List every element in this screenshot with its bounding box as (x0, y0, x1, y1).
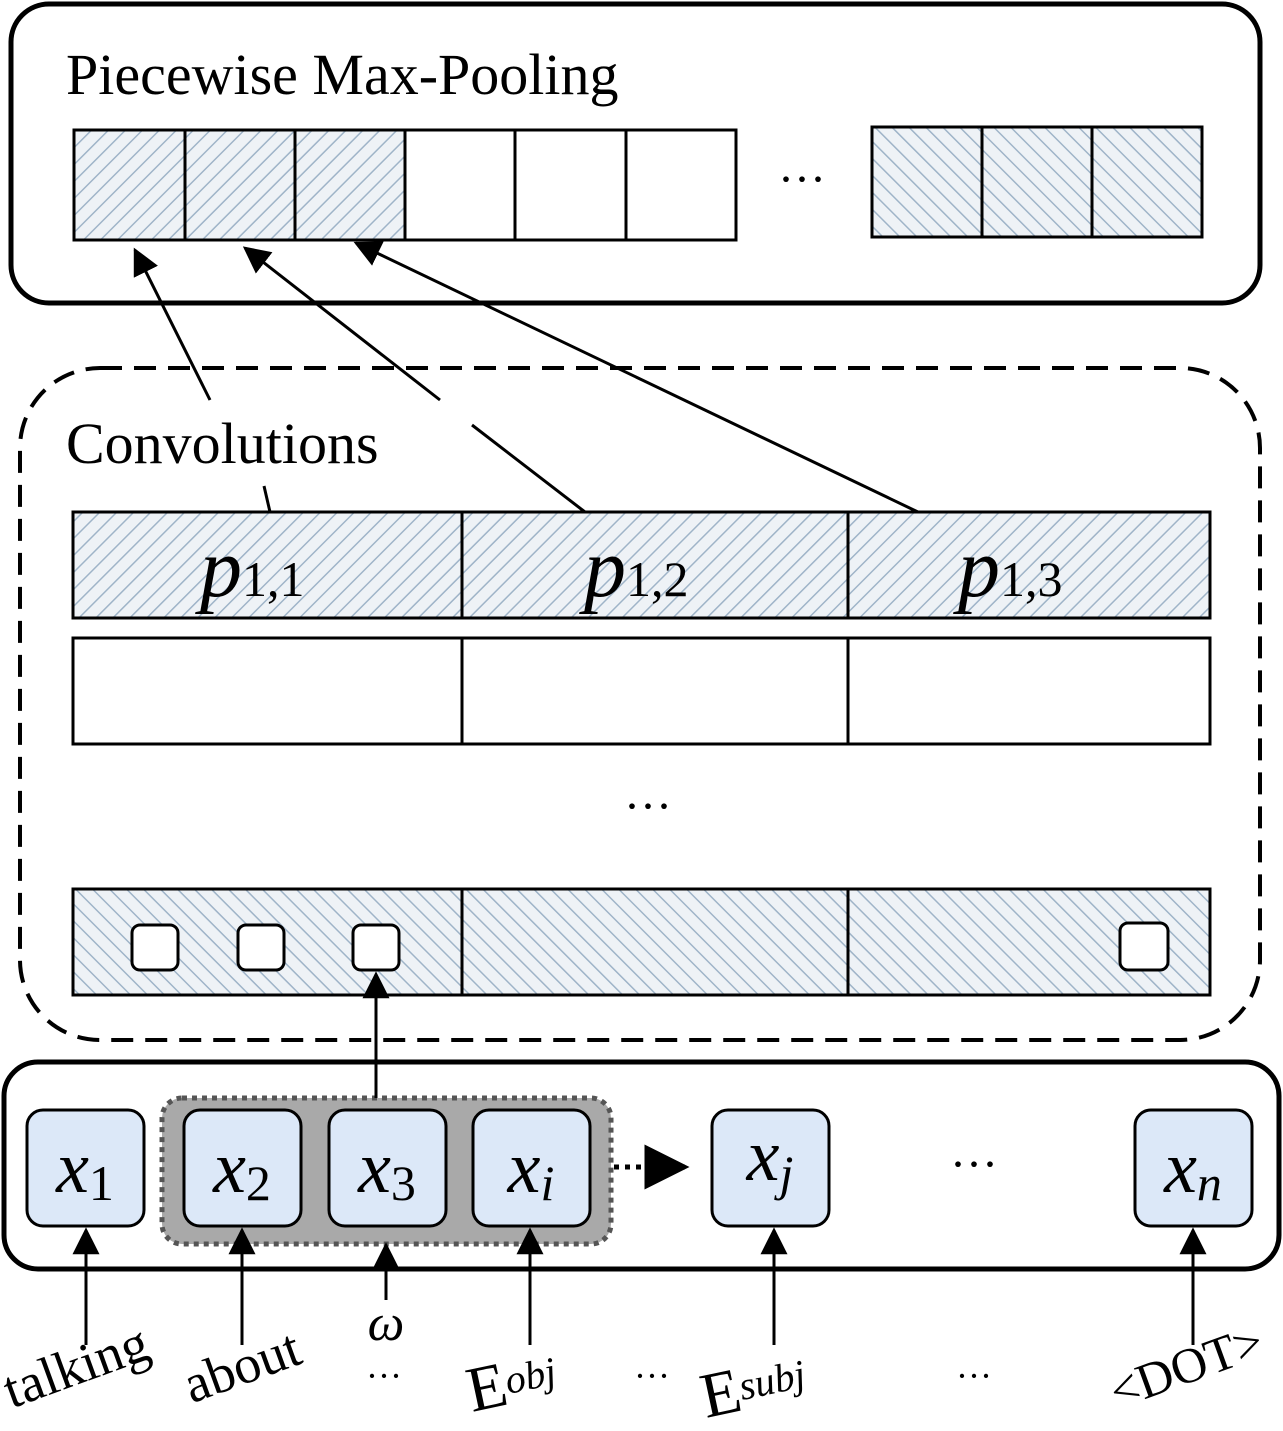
token-label-xj: xj (746, 1115, 794, 1201)
token-ellipsis: ··· (950, 1138, 998, 1191)
conv-piece (846, 510, 1212, 620)
word-dots-1: ··· (366, 1356, 402, 1396)
conv-piece-empty (846, 636, 1212, 746)
pooled-cell-empty (403, 128, 517, 242)
filter-output (351, 923, 401, 972)
token-box-x3 (327, 1108, 448, 1228)
token-label-x3: x3 (357, 1127, 416, 1211)
word-dots-3: ··· (956, 1356, 992, 1396)
conv-piece (71, 510, 464, 620)
pooled-cell-empty (513, 128, 628, 242)
pooling-title: Piecewise Max-Pooling (66, 42, 619, 107)
input-panel: x1 x2 x3 xi xj xn ··· (1, 971, 1282, 1272)
window-label: ω (368, 1295, 405, 1352)
piece-label-1: p1,1 (195, 522, 305, 615)
convolutions-frame (18, 366, 1262, 1042)
token-label-xi: xi (507, 1127, 555, 1211)
filter-output (130, 923, 180, 972)
pooled-cell (1090, 125, 1204, 239)
filter-output (1118, 921, 1170, 972)
token-box-x2 (182, 1108, 303, 1228)
token-label-x2: x2 (212, 1127, 271, 1211)
token-box-xj (710, 1108, 831, 1228)
conv-piece-empty (460, 636, 850, 746)
pooled-cell (183, 128, 297, 242)
input-frame (1, 1059, 1282, 1272)
pooled-cell-empty (624, 128, 738, 242)
arrow-connector (262, 485, 272, 513)
pooled-cell (293, 128, 407, 242)
word-inputs: ω talking about ··· Eobj ··· Esubj ··· <… (0, 1227, 1271, 1431)
token-label-xn: xn (1163, 1127, 1222, 1211)
pooling-arrows (133, 241, 919, 514)
conv-ellipsis: ··· (624, 780, 672, 833)
token-box-xi (471, 1108, 592, 1228)
token-box-xn (1133, 1108, 1254, 1228)
pooling-frame (8, 1, 1263, 306)
arrow-connector (471, 423, 586, 514)
conv-piece (460, 887, 850, 997)
word-dots-2: ··· (634, 1356, 670, 1396)
arrow (133, 247, 212, 401)
filter-output (236, 923, 286, 972)
word-eobj: Eobj (460, 1337, 563, 1425)
word-esubj: Esubj (694, 1340, 812, 1431)
pooled-cell (72, 128, 187, 242)
arrow (353, 241, 919, 514)
convolutions-title: Convolutions (66, 411, 379, 476)
pooled-cell (980, 125, 1094, 239)
pooling-ellipsis: ··· (778, 153, 826, 206)
token-box-x1 (25, 1108, 146, 1228)
conv-piece (460, 510, 850, 620)
pooling-panel: Piecewise Max-Pooling ··· (8, 1, 1263, 306)
piece-label-2: p1,2 (579, 522, 689, 615)
convolutions-panel: Convolutions p1,1 p1,2 p1,3 ··· (18, 366, 1262, 1042)
arrow (242, 246, 441, 402)
token-label-x1: x1 (55, 1127, 114, 1211)
conv-piece-empty (71, 636, 464, 746)
word-talking: talking (0, 1312, 157, 1420)
word-dot: <DOT> (1102, 1312, 1271, 1419)
pooled-cell (870, 125, 984, 239)
piece-label-3: p1,3 (953, 522, 1063, 615)
